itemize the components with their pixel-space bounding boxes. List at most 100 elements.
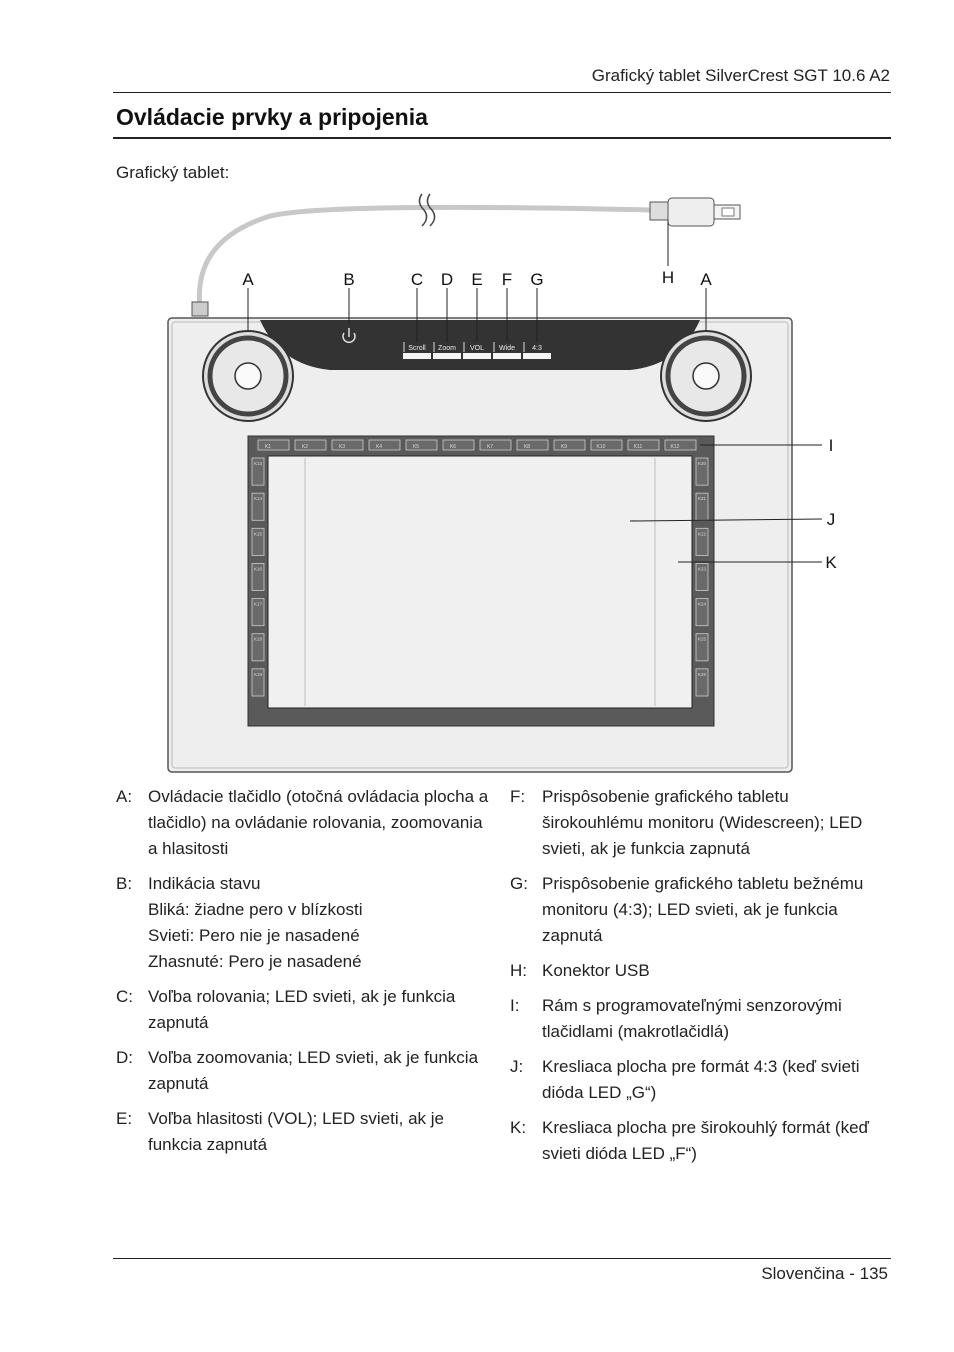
macro-key	[553, 439, 586, 451]
legend-key: K:	[510, 1118, 527, 1137]
macro-key	[695, 633, 709, 662]
control-wheel-right	[660, 330, 752, 422]
macro-key-label: K26	[698, 672, 707, 677]
section-title: Ovládacie prvky a pripojenia	[116, 104, 428, 130]
macro-key	[695, 527, 709, 556]
macro-key	[442, 439, 475, 451]
macro-key-label: K5	[413, 444, 419, 450]
legend-text: Ovládacie tlačidlo (otočná ovládacia plo…	[148, 787, 489, 858]
legend-item: G: Prispôsobenie grafického tabletu bežn…	[510, 871, 890, 949]
macro-key	[251, 457, 265, 486]
macro-key-label: K15	[254, 531, 263, 536]
macro-key-label: K1	[265, 444, 271, 450]
callout-d: D	[441, 270, 453, 289]
mode-button-led	[403, 353, 431, 359]
legend-item: F: Prispôsobenie grafického tabletu širo…	[510, 784, 890, 862]
legend-text: Kresliaca plocha pre širokouhlý formát (…	[542, 1118, 869, 1163]
macro-key	[251, 668, 265, 697]
legend-item: K: Kresliaca plocha pre širokouhlý formá…	[510, 1115, 890, 1167]
legend-right-column: F: Prispôsobenie grafického tabletu širo…	[510, 784, 890, 1176]
callout-j: J	[827, 510, 836, 529]
macro-key-label: K12	[671, 444, 680, 450]
page-footer: Slovenčina - 135	[761, 1264, 888, 1284]
legend-text: Prispôsobenie grafického tabletu bežnému…	[542, 874, 864, 945]
header-rule	[113, 92, 891, 93]
legend-item: D: Voľba zoomovania; LED svieti, ak je f…	[116, 1045, 496, 1097]
macro-key-label: K14	[254, 496, 263, 501]
macro-key	[251, 492, 265, 521]
legend-item: E: Voľba hlasitosti (VOL); LED svieti, a…	[116, 1106, 496, 1158]
macro-key-label: K20	[698, 461, 707, 466]
macro-key	[405, 439, 438, 451]
legend-text: Voľba zoomovania; LED svieti, ak je funk…	[148, 1048, 479, 1093]
legend-text: Voľba rolovania; LED svieti, ak je funkc…	[148, 987, 456, 1032]
macro-key-label: K11	[634, 444, 643, 450]
legend-item: I: Rám s programovateľnými senzorovými t…	[510, 993, 890, 1045]
power-status-icon	[342, 328, 356, 343]
macro-key	[251, 527, 265, 556]
macro-key	[695, 668, 709, 697]
legend-key: C:	[116, 987, 133, 1006]
footer-separator: -	[849, 1264, 855, 1283]
mode-button-led	[433, 353, 461, 359]
macro-key-label: K10	[597, 444, 606, 450]
macro-key-label: K4	[376, 444, 382, 450]
legend-key: A:	[116, 787, 133, 806]
macro-key-label: K6	[450, 444, 456, 450]
legend-item: C: Voľba rolovania; LED svieti, ak je fu…	[116, 984, 496, 1036]
legend-text: Indikácia stavu Bliká: žiadne pero v blí…	[148, 874, 363, 971]
legend-key: G:	[510, 874, 528, 893]
legend-key: J:	[510, 1057, 524, 1076]
mode-button-label: VOL	[470, 345, 484, 352]
legend-key: D:	[116, 1048, 133, 1067]
macro-key	[251, 598, 265, 627]
legend-text: Kresliaca plocha pre formát 4:3 (keď svi…	[542, 1057, 860, 1102]
macro-key-label: K2	[302, 444, 308, 450]
page-number: 135	[859, 1264, 888, 1283]
leader-lines	[247, 220, 823, 563]
macro-key-label: K13	[254, 461, 263, 466]
legend-text: Konektor USB	[542, 961, 650, 980]
cable-strain-relief	[191, 301, 209, 317]
usb-plug-collar	[649, 201, 669, 221]
callout-e: E	[471, 270, 482, 289]
macro-key	[479, 439, 512, 451]
macro-key-label: K23	[698, 566, 707, 571]
usb-cable	[196, 204, 651, 309]
mode-button-led	[523, 353, 551, 359]
legend-key: I:	[510, 996, 520, 1015]
footer-language: Slovenčina	[761, 1264, 845, 1283]
control-wheel-left	[202, 330, 294, 422]
macro-key-label: K21	[698, 496, 707, 501]
macro-key-label: K17	[254, 602, 263, 607]
macro-key	[516, 439, 549, 451]
section-title-rule	[113, 137, 891, 139]
mode-button-label: Scroll	[408, 345, 426, 352]
usb-connector-icon	[667, 197, 715, 227]
macro-key	[695, 563, 709, 591]
legend-text: Prispôsobenie grafického tabletu širokou…	[542, 787, 863, 858]
callout-k: K	[825, 553, 837, 572]
legend-text: Rám s programovateľnými senzorovými tlač…	[542, 996, 842, 1041]
legend-item: A: Ovládacie tlačidlo (otočná ovládacia …	[116, 784, 496, 862]
macro-key-label: K19	[254, 672, 263, 677]
legend-key: H:	[510, 961, 527, 980]
macro-key-label: K3	[339, 444, 345, 450]
legend-item: B: Indikácia stavu Bliká: žiadne pero v …	[116, 871, 496, 975]
legend-key: F:	[510, 787, 526, 806]
mode-button-label: 4:3	[532, 345, 542, 352]
legend-item: H: Konektor USB	[510, 958, 890, 984]
callout-i: I	[829, 436, 834, 455]
legend-item: J: Kresliaca plocha pre formát 4:3 (keď …	[510, 1054, 890, 1106]
callout-c: C	[411, 270, 423, 289]
macro-key	[257, 439, 290, 451]
macro-key	[695, 457, 709, 486]
mode-button-led	[493, 353, 521, 359]
macro-key	[627, 439, 660, 451]
macro-key	[331, 439, 364, 451]
macro-key-label: K18	[254, 637, 263, 642]
